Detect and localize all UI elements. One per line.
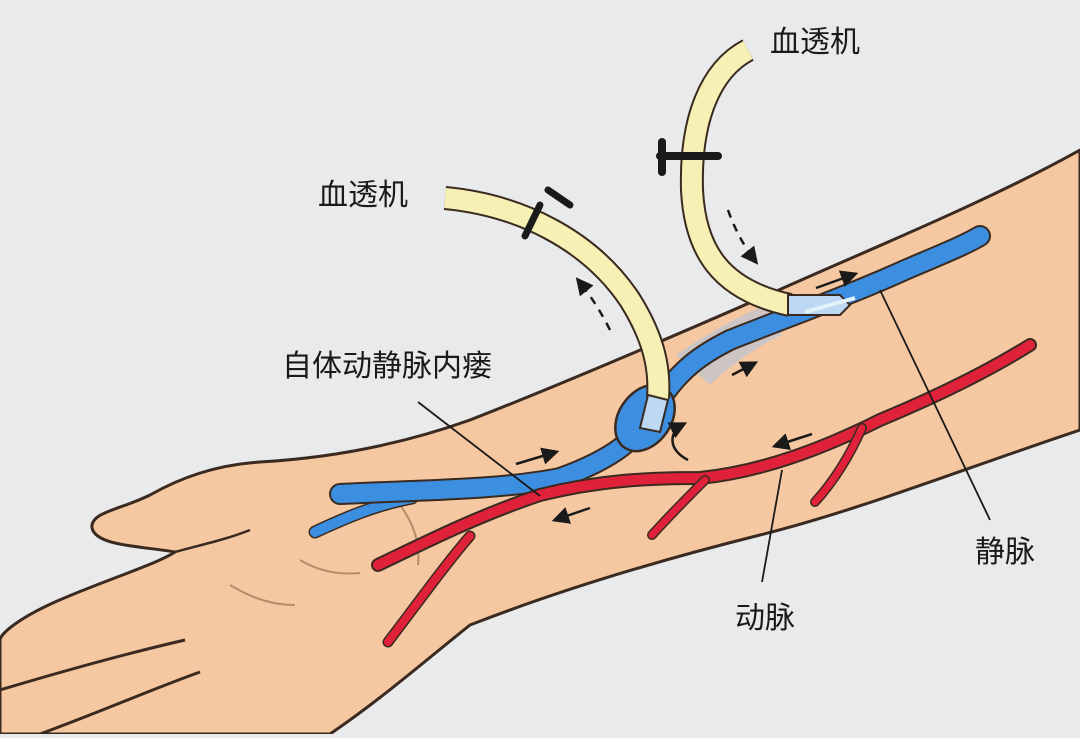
leader-line-artery: [761, 469, 783, 583]
flow-arrow-icon: [815, 270, 859, 290]
wrist-crease: [399, 504, 420, 566]
palm-crease-1: [229, 584, 296, 606]
vein: [331, 227, 989, 503]
leader-line-vein: [879, 289, 991, 521]
needle-right-icon: [787, 294, 852, 316]
flow-arrow-icon: [726, 209, 759, 265]
flow-arrow-icon: [515, 447, 560, 466]
clamp-icon: [521, 186, 574, 240]
thumb-line: [174, 528, 251, 554]
needle-right-shaft: [804, 296, 856, 314]
flow-arrow-icon: [667, 422, 689, 462]
flow-arrow-icon: [771, 432, 813, 451]
artery-branch-3-fill: [811, 424, 866, 506]
palm-crease-2: [299, 559, 361, 575]
label-artery: 动脉: [735, 601, 795, 636]
label-dialyzer-left: 血透机: [318, 178, 408, 213]
tube-right: [681, 41, 793, 315]
artery-branch-2-fill: [648, 476, 709, 539]
finger-gap-1: [0, 638, 186, 692]
needle-left-icon: [638, 393, 670, 434]
finger-gap-2: [39, 670, 201, 736]
tube-left: [444, 188, 669, 399]
clamp-icon: [656, 138, 722, 176]
flow-arrow-icon: [575, 277, 612, 331]
flow-arrow-icon: [551, 506, 591, 524]
label-fistula: 自体动静脉内瘘: [282, 349, 492, 384]
flow-arrow-icon: [731, 361, 759, 378]
label-vein: 静脉: [975, 535, 1035, 570]
leader-line-fistula: [417, 401, 541, 497]
label-dialyzer-right: 血透机: [770, 25, 860, 60]
artery-branch-1-fill: [384, 532, 474, 646]
